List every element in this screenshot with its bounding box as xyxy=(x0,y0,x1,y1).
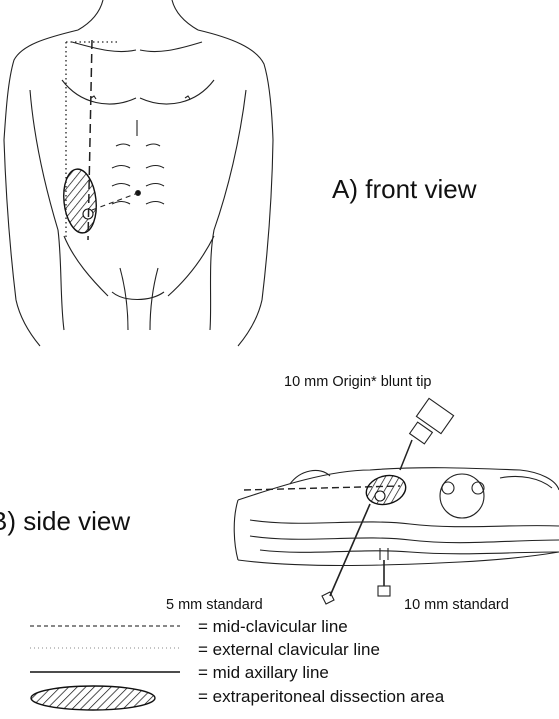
side-view-label: B) side view xyxy=(0,508,130,534)
legend-item-mid-clavicular: = mid-clavicular line xyxy=(198,618,348,635)
legend-hatched-ellipse xyxy=(31,686,155,710)
trocar-top-label: 10 mm Origin* blunt tip xyxy=(284,375,431,390)
legend-item-external-clavicular: = external clavicular line xyxy=(198,641,380,658)
trocar-right-label: 10 mm standard xyxy=(404,598,509,613)
front-view-label: A) front view xyxy=(332,176,477,202)
legend-item-mid-axillary: = mid axillary line xyxy=(198,664,329,681)
legend-item-dissection-area: = extraperitoneal dissection area xyxy=(198,688,444,705)
trocar-left-label: 5 mm standard xyxy=(166,598,263,613)
